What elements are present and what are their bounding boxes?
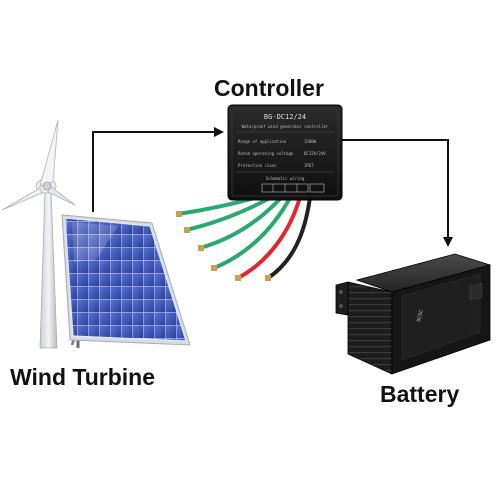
controller-device-icon: BG-DC12/24 Waterproof wind generator con… <box>227 104 343 201</box>
controller-wires <box>176 194 312 281</box>
flow-arrows <box>92 127 453 247</box>
schematic-title: Schematic wiring <box>266 176 305 181</box>
arrow-controller-to-battery <box>336 139 453 247</box>
wind-turbine-label: Wind Turbine <box>10 364 156 390</box>
controller-model-text: BG-DC12/24 <box>264 113 306 121</box>
spec-value-1: 1500W <box>304 139 317 144</box>
spec-key-3: Protection class <box>238 163 277 168</box>
battery-label: Battery <box>380 381 460 407</box>
controller-label: Controller <box>214 75 324 101</box>
controller-subtitle-text: Waterproof wind generator controller <box>242 124 329 129</box>
battery-device-icon: DCDC <box>335 253 492 375</box>
schematic-terminals <box>261 183 325 193</box>
solar-panel-icon <box>61 214 191 348</box>
spec-key-2: Rated operating voltage <box>238 151 294 156</box>
arrow-source-to-controller <box>92 127 224 212</box>
spec-value-2: DC12V/24V <box>304 151 326 156</box>
spec-value-3: IP67 <box>304 163 314 168</box>
wind-turbine-icon <box>1 119 76 349</box>
spec-key-1: Range of application <box>238 139 287 144</box>
battery-side-text: DCDC <box>416 309 425 322</box>
